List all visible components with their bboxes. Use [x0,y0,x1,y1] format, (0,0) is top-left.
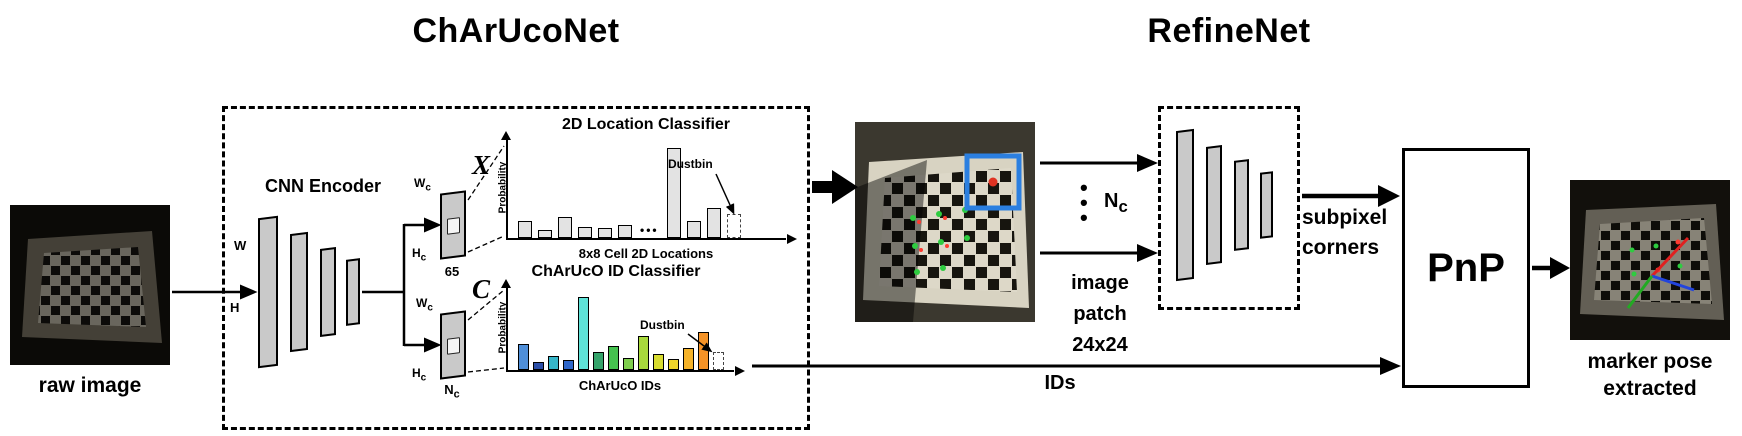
id-chart-xlabel: ChArUcO IDs [578,378,662,393]
chart-bar [653,354,664,370]
refine-conv-layer-2 [1206,145,1222,265]
chart-bar [593,352,604,370]
location-dustbin-label: Dustbin [668,157,713,171]
location-chart-title: 2D Location Classifier [561,116,731,133]
hc-main: H [412,246,421,260]
location-chart-plot: ••• [501,131,797,244]
dustbin-bar [713,352,724,370]
patch-image-photo [855,122,1035,322]
chart-bar [518,344,529,370]
chart-bar [668,359,679,370]
wc-label-bottom: Wc [416,296,433,313]
refine-conv-layer-3 [1234,159,1249,251]
script-x-symbol: X [472,150,491,180]
output-image-photo [1570,180,1730,340]
subpixel-corners-label: subpixel corners [1302,206,1388,259]
cnn-encoder-label: CNN Encoder [264,176,381,196]
pnp-box: PnP [1402,148,1530,388]
chart-bar [558,217,572,238]
id-dustbin-label: Dustbin [640,318,685,332]
cell-glyph [447,337,460,355]
chart-bar [683,348,694,370]
pose-axes [1626,236,1695,309]
nc-main: N [1104,190,1119,212]
chart-bar [706,208,721,238]
wc-label-top: Wc [414,176,431,193]
chart-bar [538,230,552,238]
arrow-pnp-to-output [1532,257,1570,279]
image-patch-label: image patch 24x24 [1071,272,1129,356]
hc-sub: c [420,372,427,384]
id-head-tensor [440,310,466,380]
hc-sub: c [420,252,427,264]
id-chart-title: ChArUcO ID Classifier [531,263,701,280]
chart-bar [578,297,589,370]
raw-image-caption: raw image [38,374,142,397]
loc-channels-label: 65 [444,264,460,279]
output-caption: marker pose extracted [1587,350,1713,400]
id-chart-plot [501,279,745,376]
chart-bar [638,336,649,370]
conv-layer-1 [258,215,278,369]
hc-label-bottom: Hc [412,366,426,383]
conv-layer-2 [290,231,308,353]
cell-glyph [447,217,460,235]
wc-main: W [414,176,426,190]
nc-main: N [444,382,454,397]
chart-bar [563,360,574,370]
shadow-overlay [1570,180,1730,340]
wc-main: W [416,296,428,310]
conv-layer-3 [320,247,336,337]
conv-layer-4 [346,258,360,326]
nc-patches-label: Nc [1104,190,1128,217]
id-channels-label: Nc [428,382,476,401]
charuconet-title: ChArUcoNet [412,12,620,50]
ids-label: IDs [1044,372,1076,394]
nc-sub: c [453,388,460,401]
arrow-charuconet-to-patch [812,170,858,204]
chart-bar [618,225,632,238]
shadow-overlay [10,205,170,365]
shadow-overlay [855,160,927,322]
chart-bar [533,362,544,370]
chart-bar [548,356,559,370]
refinenet-title: RefineNet [1147,12,1311,50]
charuco-checkerboard [879,168,1017,292]
chart-bar [608,346,619,370]
wc-sub: c [425,182,431,194]
hc-label-top: Hc [412,246,426,263]
charuco-checkerboard [1594,218,1712,304]
charuco-checkerboard [38,247,146,327]
location-chart-xlabel: 8x8 Cell 2D Locations [578,246,714,261]
chart-bar [518,221,532,238]
hc-main: H [412,366,421,380]
pnp-label: PnP [1427,245,1505,290]
vertical-ellipsis: • • • [1080,175,1088,230]
nc-sub: c [1118,197,1128,216]
highlight-corner-dot [988,177,998,187]
wc-sub: c [427,302,433,314]
patch-highlight-box [964,153,1022,211]
chart-bar [666,148,681,238]
axis-ellipsis: ••• [640,223,659,237]
script-c-symbol: C [472,274,491,304]
chart-bar [623,358,634,370]
refine-conv-layer-1 [1176,128,1194,282]
chart-bar [578,227,592,238]
height-label: H [230,300,240,315]
raw-image-photo [10,205,170,365]
chart-bar [598,228,612,238]
charuconet-box [222,106,810,430]
dustbin-bar [726,214,741,238]
chart-bar [686,221,701,238]
chart-bar [698,332,709,370]
width-label: W [234,238,247,253]
refinenet-box [1158,106,1300,310]
location-head-tensor [440,190,466,260]
refine-conv-layer-4 [1260,171,1273,239]
